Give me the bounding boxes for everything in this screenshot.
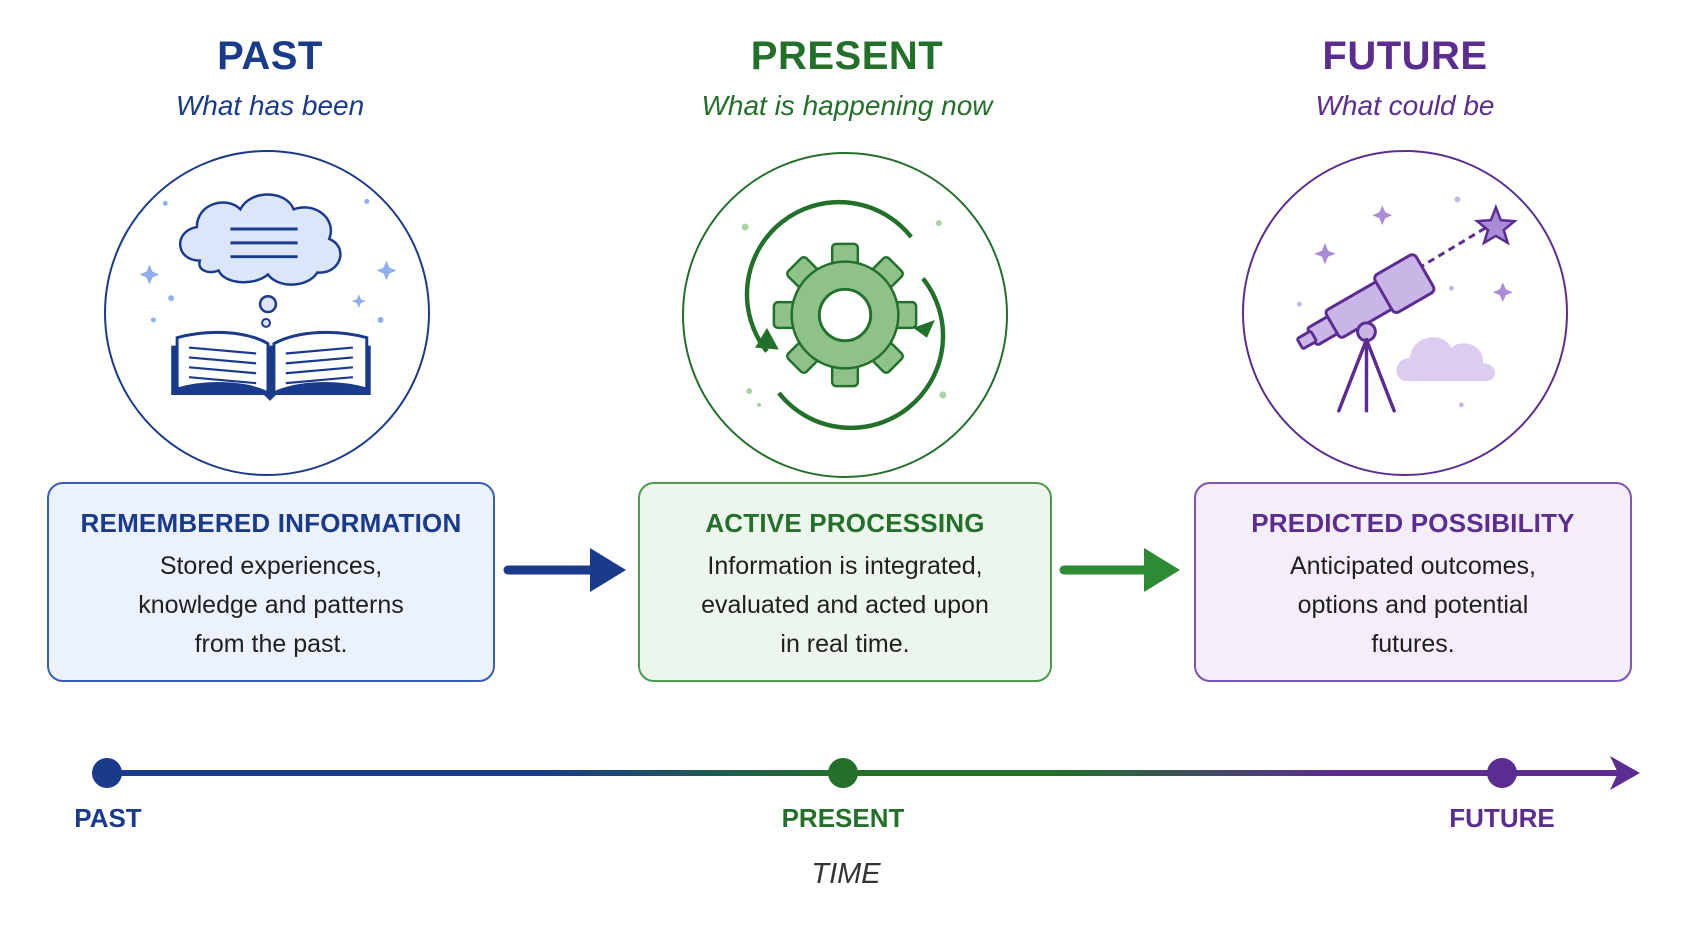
- future-card-line: options and potential: [1297, 591, 1529, 619]
- timeline-present-marker: [828, 758, 858, 788]
- future-card-title: PREDICTED POSSIBILITY: [1251, 508, 1575, 538]
- telescope-star-icon: [1296, 196, 1518, 413]
- future-title: FUTURE: [1322, 34, 1488, 78]
- past-card-title: REMEMBERED INFORMATION: [80, 508, 462, 538]
- timeline-future-marker: [1487, 758, 1517, 788]
- past-to-present-arrow: [503, 548, 626, 592]
- timeline-past-marker: [92, 758, 122, 788]
- past-card-line: knowledge and patterns: [138, 591, 404, 619]
- present-card-title: ACTIVE PROCESSING: [705, 508, 985, 538]
- open-book-thought-cloud-icon: [139, 193, 397, 401]
- present-title: PRESENT: [750, 34, 944, 78]
- present-card-line: in real time.: [780, 630, 910, 658]
- timeline-label-present: PRESENT: [781, 803, 905, 833]
- future-subtitle: What could be: [1315, 90, 1495, 121]
- present-card-line: evaluated and acted upon: [701, 591, 989, 619]
- time-axis-label: TIME: [811, 858, 881, 890]
- future-card: PREDICTED POSSIBILITY Anticipated outcom…: [1194, 482, 1632, 682]
- past-icon-circle: [104, 150, 430, 476]
- past-card: REMEMBERED INFORMATION Stored experience…: [47, 482, 495, 682]
- past-card-body: Stored experiences, knowledge and patter…: [49, 547, 493, 664]
- timeline-label-future: FUTURE: [1449, 803, 1555, 833]
- present-icon-circle: [682, 152, 1008, 478]
- present-subtitle: What is happening now: [701, 90, 993, 121]
- gear-cycle-icon: [741, 199, 947, 431]
- timeline-arrowhead: [1610, 756, 1640, 790]
- past-card-line: Stored experiences,: [159, 552, 383, 580]
- timeline-label-past: PAST: [74, 803, 142, 833]
- future-card-line: futures.: [1371, 630, 1455, 658]
- future-card-line: Anticipated outcomes,: [1290, 552, 1536, 580]
- timeline: [92, 756, 1640, 790]
- present-card-body: Information is integrated, evaluated and…: [640, 547, 1050, 664]
- future-card-body: Anticipated outcomes, options and potent…: [1196, 547, 1630, 664]
- present-card: ACTIVE PROCESSING Information is integra…: [638, 482, 1052, 682]
- past-subtitle: What has been: [175, 90, 365, 121]
- past-title: PAST: [217, 34, 323, 78]
- present-to-future-arrow: [1059, 548, 1180, 592]
- future-icon-circle: [1242, 150, 1568, 476]
- past-card-line: from the past.: [194, 630, 348, 658]
- present-card-line: Information is integrated,: [707, 552, 983, 580]
